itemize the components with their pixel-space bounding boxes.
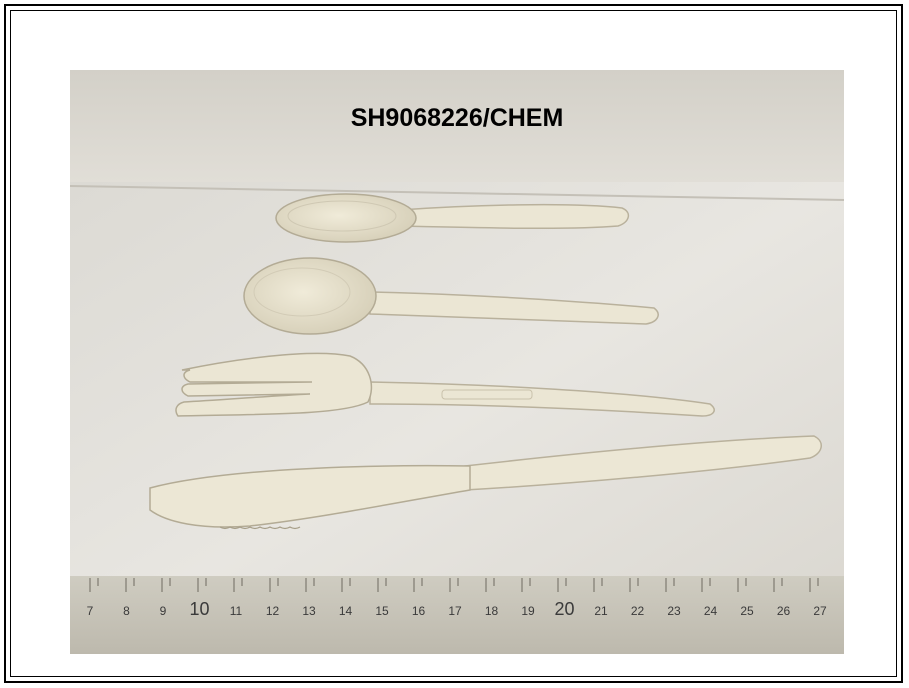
ruler-number: 15 (375, 604, 389, 618)
ruler-number: 9 (160, 604, 167, 618)
inner-frame (10, 10, 897, 677)
sample-label: SH9068226/CHEM (351, 104, 564, 132)
ruler-number: 22 (631, 604, 645, 618)
ruler-number: 8 (123, 604, 130, 618)
ruler-number: 7 (87, 604, 94, 618)
ruler-number: 25 (740, 604, 754, 618)
ruler-number: 26 (777, 604, 791, 618)
small-spoon (275, 193, 630, 243)
ruler-number: 24 (704, 604, 718, 618)
outer-frame (4, 4, 903, 683)
ruler-number: 27 (813, 604, 827, 618)
knife (149, 435, 822, 530)
ruler-number: 16 (412, 604, 426, 618)
large-spoon (243, 257, 659, 335)
ruler-number: 23 (667, 604, 681, 618)
table-edge (70, 185, 844, 201)
ruler-number: 14 (339, 604, 353, 618)
background-wall (70, 70, 844, 190)
ruler-number: 13 (302, 604, 316, 618)
ruler: 7 8 9 10 11 12 13 14 15 16 17 18 19 20 21 22 23 24 25 26 27 (70, 576, 844, 654)
ruler-number: 21 (594, 604, 608, 618)
product-photo: SH9068226/CHEM (70, 70, 844, 654)
ruler-number: 12 (266, 604, 280, 618)
ruler-number: 17 (448, 604, 462, 618)
ruler-number: 19 (521, 604, 535, 618)
ruler-number: 18 (485, 604, 499, 618)
ruler-number: 10 (189, 599, 209, 619)
ruler-number: 11 (230, 604, 243, 618)
fork (175, 352, 715, 417)
ruler-number: 20 (554, 599, 574, 619)
table-surface (70, 182, 844, 654)
